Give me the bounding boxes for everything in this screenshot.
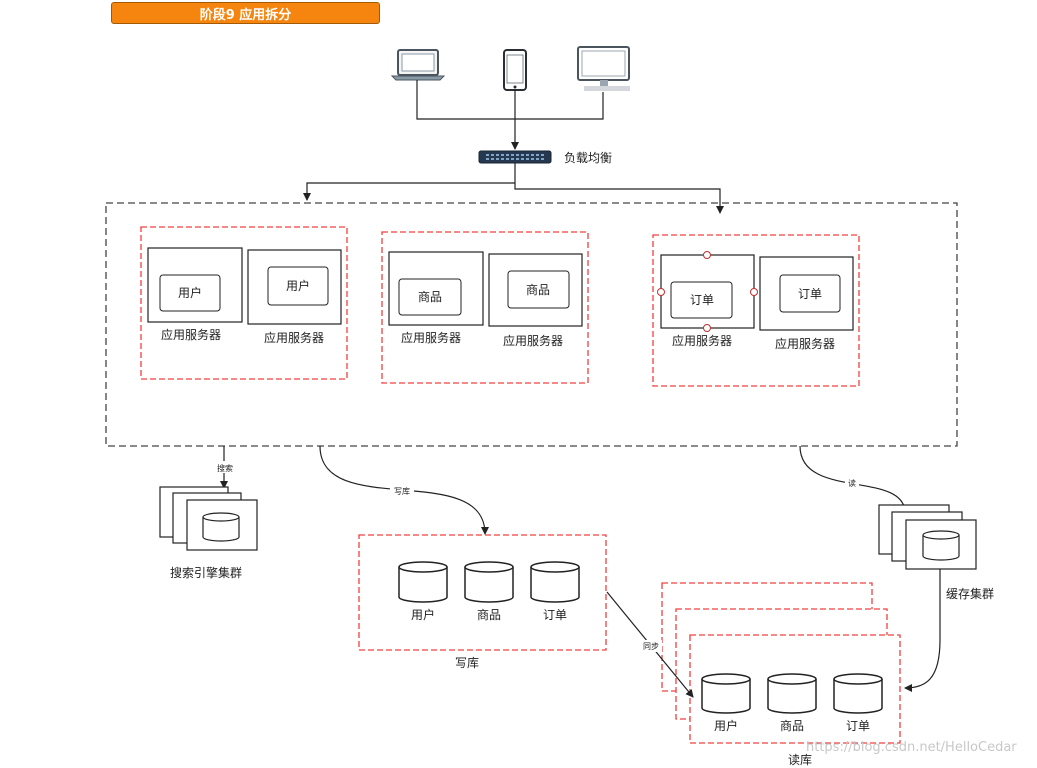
sync-edge-label: 同步: [643, 642, 659, 651]
app-group-order: 订单 应用服务器 订单 应用服务器: [652, 234, 860, 387]
read-db-stack: 用户 商品 订单: [661, 582, 901, 744]
switch-icon: [478, 150, 552, 164]
app-group-product: 商品 应用服务器 商品 应用服务器: [381, 231, 589, 384]
app-cluster-container: [105, 202, 958, 447]
service-label: 商品: [526, 282, 550, 297]
load-balancer-label: 负载均衡: [564, 151, 612, 165]
phone-icon: [503, 49, 527, 91]
cache-to-read-edge: [904, 569, 941, 692]
server-label: 应用服务器: [503, 333, 563, 348]
cache-cluster: [878, 504, 977, 570]
search-edge-label: 搜索: [217, 463, 233, 473]
server-label: 应用服务器: [672, 333, 732, 348]
db-label: 商品: [780, 718, 804, 733]
search-edge: 搜索: [214, 446, 236, 489]
database-icon: [398, 561, 580, 603]
server-label: 应用服务器: [775, 336, 835, 351]
database-icon: [701, 673, 883, 714]
search-cluster: [159, 486, 258, 551]
laptop-icon: [390, 49, 446, 81]
search-cluster-label: 搜索引擎集群: [170, 565, 242, 580]
cache-cluster-label: 缓存集群: [946, 586, 994, 601]
lb-connectors: [303, 163, 724, 214]
stage-title: 阶段9 应用拆分: [111, 2, 380, 24]
write-db-label: 写库: [455, 655, 479, 670]
selection-handles: [657, 251, 758, 332]
service-label: 用户: [286, 278, 310, 293]
server-label: 应用服务器: [161, 327, 221, 342]
client-connectors: [416, 80, 604, 150]
read-edge: 读: [799, 445, 909, 514]
service-label: 订单: [690, 293, 714, 307]
service-label: 用户: [178, 285, 202, 300]
server-label: 应用服务器: [401, 330, 461, 345]
database-icon: [202, 512, 240, 542]
server-label: 应用服务器: [264, 330, 324, 345]
service-label: 订单: [798, 287, 822, 301]
write-db-group: 用户 商品 订单: [358, 534, 607, 651]
desktop-icon: [577, 46, 630, 91]
service-label: 商品: [418, 289, 442, 304]
write-edge-label: 写库: [394, 486, 410, 496]
database-icon: [922, 530, 960, 561]
app-group-user: 用户 应用服务器 用户 应用服务器: [140, 226, 348, 380]
db-label: 用户: [714, 718, 738, 733]
read-edge-label: 读: [848, 478, 856, 488]
db-label: 用户: [411, 607, 435, 622]
sync-edge: 同步: [606, 591, 694, 698]
db-label: 商品: [477, 607, 501, 622]
read-db-label: 读库: [788, 752, 812, 767]
db-label: 订单: [846, 719, 870, 733]
watermark: https://blog.csdn.net/HelloCedar: [806, 740, 1017, 755]
db-label: 订单: [543, 608, 567, 622]
write-edge: 写库: [319, 445, 489, 535]
